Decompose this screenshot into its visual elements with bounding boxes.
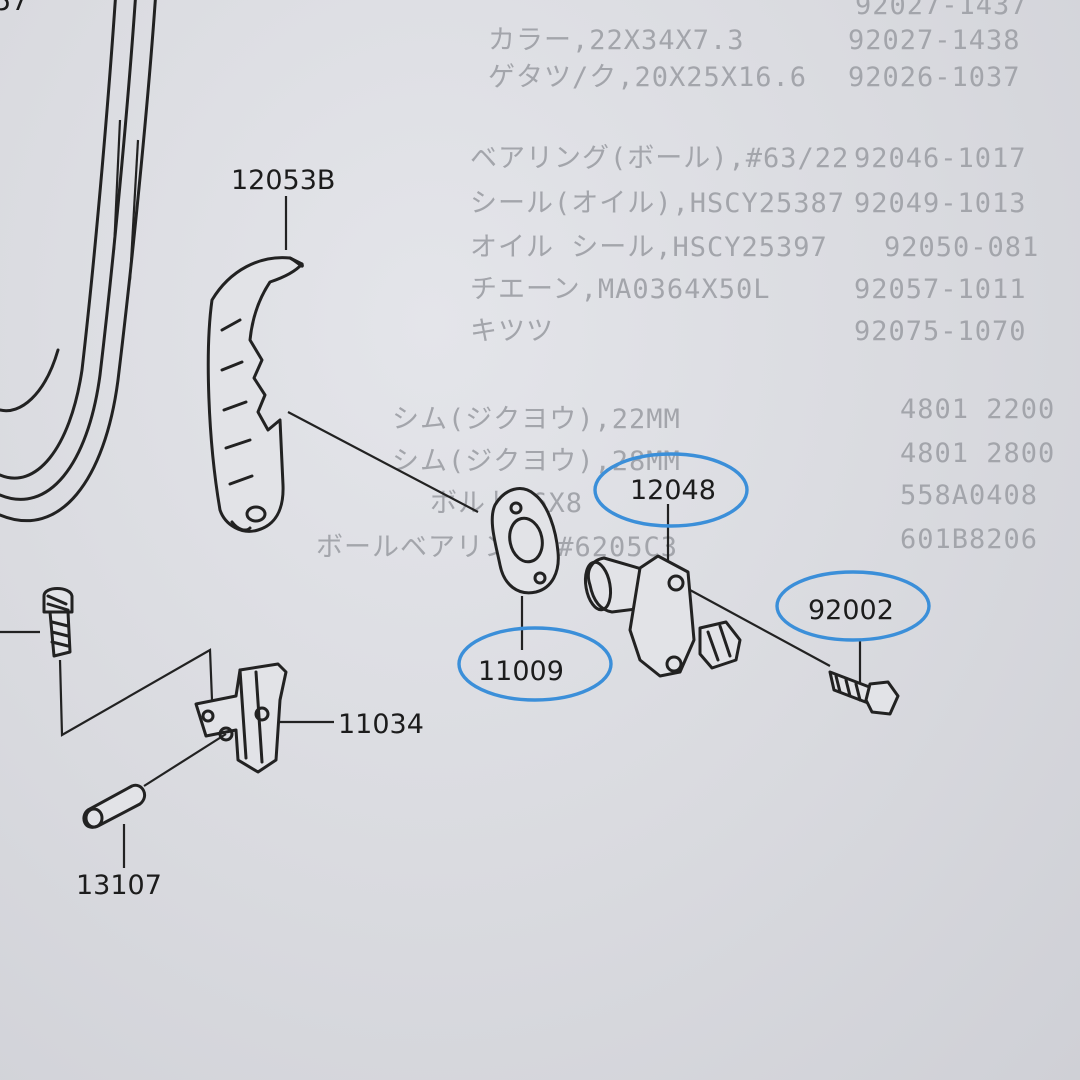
chain-guide-drawing: 12053B: [206, 165, 479, 533]
bg-code-3: 92046-1017: [854, 143, 1027, 174]
bg-code-1: 92027-1438: [848, 25, 1021, 56]
highlight-circle-92002: [775, 570, 931, 642]
bg-text-2: ゲタツ/ク,20X25X16.6: [488, 62, 807, 93]
bg-text-8: シム(ジクヨウ),22MM: [392, 404, 681, 435]
label-edge-part: 57: [0, 0, 28, 17]
label-92002: 92002: [808, 595, 894, 626]
bracket-group-drawing: 11034 13107: [0, 587, 424, 901]
bg-code-7: 92075-1070: [854, 316, 1027, 347]
bg-text-7: キツツ: [470, 316, 554, 347]
bg-text-1: カラー,22X34X7.3: [488, 25, 745, 56]
background-parts-list: 92027-1437 92027-1438 92026-1037 92046-1…: [316, 0, 1055, 563]
label-12048: 12048: [630, 475, 716, 506]
bg-code-top: 92027-1437: [855, 0, 1028, 21]
bg-text-3: ベアリング(ボール),#63/22: [470, 143, 849, 174]
bg-code-4: 92049-1013: [854, 188, 1027, 219]
bg-code-5: 92050-081: [884, 232, 1039, 263]
chain-drawing: 57: [0, 0, 157, 522]
bg-code-8: 4801 2200: [900, 394, 1055, 425]
tensioner-drawing: 12048: [583, 452, 831, 678]
bolt-drawing: 92002: [775, 570, 931, 716]
gasket-drawing: 11009: [457, 487, 613, 702]
label-11034: 11034: [338, 709, 424, 740]
label-12053B: 12053B: [231, 165, 335, 196]
highlight-circle-11009: [457, 626, 613, 702]
bg-text-4: シール(オイル),HSCY25387: [470, 188, 845, 219]
bg-code-10: 558A0408: [900, 480, 1038, 511]
bg-code-11: 601B8206: [900, 524, 1038, 555]
bg-code-9: 4801 2800: [900, 438, 1055, 469]
bg-code-2: 92026-1037: [848, 62, 1021, 93]
label-11009: 11009: [478, 656, 564, 687]
label-13107: 13107: [76, 870, 162, 901]
bg-text-5: オイル シール,HSCY25397: [470, 232, 828, 263]
bg-text-9: シム(ジクヨウ),28MM: [392, 446, 681, 477]
bg-code-6: 92057-1011: [854, 274, 1027, 305]
highlight-circle-12048: [593, 452, 749, 528]
bg-text-6: チエーン,MA0364X50L: [470, 274, 770, 305]
